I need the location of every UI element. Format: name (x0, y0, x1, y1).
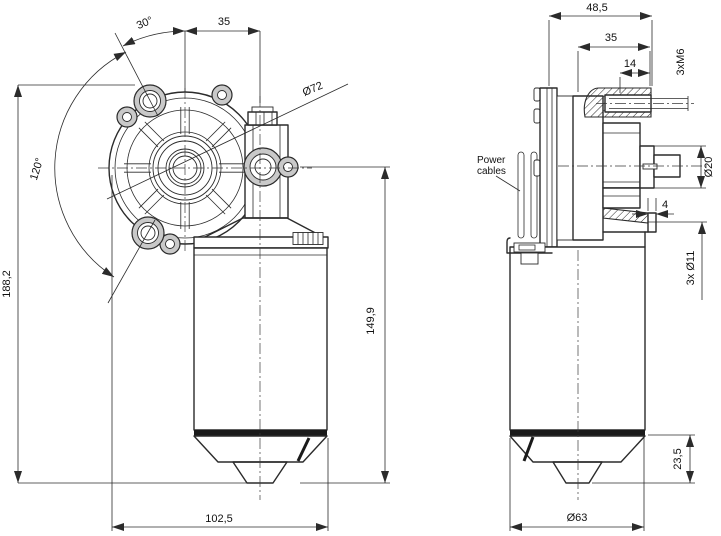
bolt-cap (251, 106, 274, 113)
worm-shaft-boss (243, 147, 299, 187)
dimensions-front: 35 30° Ø72 120° 188,2 (1, 14, 390, 531)
dim-motor-diameter: Ø63 (567, 512, 588, 524)
label-mount-holes: 3x Ø11 (685, 251, 697, 286)
dimension-cap-height-23: 23,5 (592, 434, 695, 484)
dim-overall-depth: 48,5 (586, 2, 607, 14)
dim-angle-top: 30° (135, 14, 155, 32)
power-cables (517, 151, 538, 239)
foot-bracket (506, 237, 553, 254)
brush-cap-side (552, 461, 603, 484)
dimension-height-188: 188,2 (1, 84, 250, 484)
brush-cap-front (232, 461, 288, 484)
adapter-ring-section (602, 207, 649, 224)
dimension-shaft-diameter-20: Ø20 (654, 145, 715, 189)
motor-body-front (193, 217, 329, 484)
foot-tab (520, 252, 539, 265)
dimension-depth-48: 48,5 (548, 2, 653, 86)
bolt-head (247, 111, 278, 126)
dimension-angle-30: 30° (114, 14, 186, 117)
label-thread-3xm6: 3xM6 (675, 49, 687, 76)
flange-plate-side (533, 87, 574, 248)
dim-cap-height: 23,5 (672, 448, 684, 469)
dimension-offset-35: 35 (184, 16, 261, 103)
front-view (98, 84, 329, 500)
motor-can-front (193, 247, 328, 431)
motor-can-side (509, 246, 646, 431)
dim-overall-height: 188,2 (1, 270, 13, 298)
dim-body-height: 149,9 (365, 307, 377, 335)
dimension-mount-holes-11: 3x Ø11 (648, 221, 707, 300)
dim-housing-depth: 35 (605, 32, 617, 44)
power-cables-label: Power cables (477, 155, 521, 192)
motor-body-side (506, 237, 646, 484)
side-view (506, 87, 710, 500)
dim-offset-width: 35 (218, 16, 230, 28)
dim-step: 4 (662, 199, 668, 211)
end-cap-front (193, 435, 328, 463)
power-cables-line1: Power (477, 155, 506, 166)
dimension-step-4: 4 (632, 198, 674, 218)
cap-band-front (194, 430, 327, 436)
cap-band-side (510, 430, 645, 436)
shaft-keyway (642, 163, 658, 170)
power-cables-line2: cables (477, 166, 506, 177)
dimension-width-102: 102,5 (111, 175, 329, 531)
dim-thread-depth: 14 (624, 58, 636, 70)
dim-overall-width: 102,5 (205, 513, 233, 525)
dim-shaft-diameter: Ø20 (703, 157, 715, 178)
dimension-depth-35: 35 (577, 32, 651, 92)
end-cap-side (509, 435, 646, 463)
gearbox-side (572, 87, 689, 248)
adapter-step (647, 212, 657, 233)
dimension-height-149: 149,9 (300, 166, 390, 484)
dimension-motor-diameter-63: Ø63 (509, 438, 645, 531)
dimensions-side: 48,5 35 14 3xM6 Ø20 4 (477, 2, 715, 531)
dimension-thread-depth-14: 14 (619, 58, 650, 93)
dim-housing-diameter: Ø72 (301, 80, 325, 99)
dim-angle-lugs: 120° (28, 156, 46, 181)
